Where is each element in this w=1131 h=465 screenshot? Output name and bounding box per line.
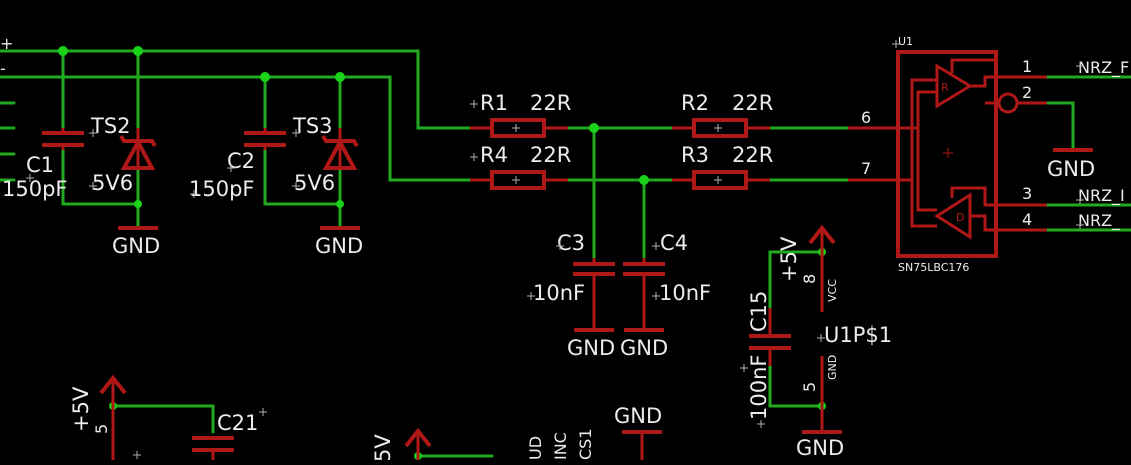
u1-value: SN75LBC176 <box>898 261 969 274</box>
junction-dot <box>58 46 68 56</box>
resistor-r4[interactable]: R4 22R <box>470 143 571 190</box>
resistor-r2[interactable]: R2 22R <box>672 91 773 138</box>
c1-name: C1 <box>26 153 54 177</box>
c15-name: C15 <box>747 291 771 332</box>
gnd-pin-label: GND <box>826 355 839 380</box>
r2-name: R2 <box>681 91 709 115</box>
net-plus-wire[interactable] <box>0 49 472 130</box>
r3-name: R3 <box>681 143 709 167</box>
pin-number: 7 <box>861 159 871 178</box>
gnd-label: GND <box>620 336 668 360</box>
pin-number: 8 <box>800 274 819 284</box>
gnd-label: GND <box>1047 157 1095 181</box>
pin-number: 1 <box>1022 57 1032 76</box>
u1-receiver-label: R <box>941 81 949 94</box>
junction-dot <box>589 123 599 133</box>
junctions <box>58 46 826 460</box>
c2-name: C2 <box>227 149 255 173</box>
r1-name: R1 <box>480 91 508 115</box>
r4-value: 22R <box>530 143 571 167</box>
resistor-r3[interactable]: R3 22R <box>672 143 773 190</box>
ts3-name: TS3 <box>292 114 333 138</box>
r1-value: 22R <box>530 91 571 115</box>
pin-number: 3 <box>1022 184 1032 203</box>
part-origin-markers <box>26 40 1084 459</box>
supply-plus5v-bottom-mid[interactable]: 5V <box>371 427 432 462</box>
gnd-symbol-bottom[interactable]: GND <box>614 404 662 460</box>
u1p-name: U1P$1 <box>824 323 892 347</box>
r4-name: R4 <box>480 143 508 167</box>
c4-value: 10nF <box>659 281 711 305</box>
net-label-nrz-1: NRZ_F <box>1078 58 1129 78</box>
pin-number: 4 <box>1022 210 1032 229</box>
ts2-value: 5V6 <box>92 171 133 195</box>
c3-name: C3 <box>557 231 585 255</box>
u1-driver-label: D <box>956 211 964 224</box>
tvs-diode-ts3[interactable]: TS3 5V6 <box>292 114 359 195</box>
gnd-label: GND <box>796 436 844 460</box>
pin-label-ud: UD <box>526 436 545 460</box>
gnd-label: GND <box>112 234 160 258</box>
gnd-symbol-u1p[interactable]: GND <box>796 406 844 460</box>
net-label-nrz-3: NRZ_I <box>1078 186 1125 206</box>
plus5v-cut-label: 5V <box>371 434 395 460</box>
c15-value: 100nF <box>747 355 771 420</box>
vcc-pin-label: VCC <box>826 279 839 302</box>
pin-label-cs: CS1 <box>576 428 595 460</box>
r2-value: 22R <box>732 91 773 115</box>
pin-number: 6 <box>861 108 871 127</box>
pin-label-inc: INC <box>551 432 570 460</box>
capacitor-c4[interactable]: C4 10nF GND <box>620 231 711 360</box>
net-label-plus: + <box>0 34 13 53</box>
gnd-symbol-u1[interactable]: GND <box>1047 148 1095 181</box>
capacitor-c2[interactable]: C2 150pF <box>189 128 286 201</box>
c2-value: 150pF <box>189 177 255 201</box>
c4-name: C4 <box>660 231 688 255</box>
ic-u1[interactable]: U1 SN75LBC176 R D 1 2 3 4 6 7 <box>848 35 1047 274</box>
junction-dot <box>336 200 344 208</box>
junction-dot <box>133 46 143 56</box>
wires <box>0 49 1131 458</box>
junction-dot <box>335 72 345 82</box>
capacitor-c1[interactable]: C1 150pF <box>2 128 84 201</box>
plus5v-label: +5V <box>777 236 801 282</box>
gnd-symbol-ts3[interactable]: GND <box>315 226 363 258</box>
net-minus-wire[interactable] <box>0 75 472 182</box>
gnd-label: GND <box>315 234 363 258</box>
gnd-label: GND <box>614 404 662 428</box>
net-label-nrz-4: NRZ_ <box>1078 211 1121 231</box>
r3-value: 22R <box>732 143 773 167</box>
ts2-name: TS2 <box>90 114 131 138</box>
u1-name: U1 <box>898 35 913 48</box>
pin-number: 5 <box>92 424 111 434</box>
plus5v-label: +5V <box>69 386 93 432</box>
gnd-label: GND <box>567 336 615 360</box>
pin-number: 5 <box>800 382 819 392</box>
ic-bottom-pins[interactable]: UD INC CS1 <box>526 428 595 460</box>
ts3-value: 5V6 <box>294 171 335 195</box>
capacitor-c15[interactable]: C15 100nF <box>747 291 791 420</box>
c3-value: 10nF <box>533 281 585 305</box>
pin-number: 2 <box>1022 83 1032 102</box>
gnd-symbol-ts2[interactable]: GND <box>112 226 160 258</box>
junction-dot <box>639 175 649 185</box>
net-label-minus: - <box>0 59 6 78</box>
junction-dot <box>260 72 270 82</box>
supply-plus5v-bottom-left[interactable]: +5V 5 <box>69 374 127 460</box>
junction-dot <box>134 200 142 208</box>
ic-u1-power-pins[interactable]: 8 5 VCC GND U1P$1 <box>800 252 892 406</box>
c21-name: C21 <box>217 411 258 435</box>
resistor-r1[interactable]: R1 22R <box>470 91 571 138</box>
supply-plus5v-u1p[interactable]: +5V <box>777 224 836 282</box>
capacitor-c3[interactable]: C3 10nF GND <box>533 231 615 360</box>
capacitor-c21[interactable]: C21 <box>192 411 258 460</box>
c1-value: 150pF <box>2 177 68 201</box>
tvs-diode-ts2[interactable]: TS2 5V6 <box>90 114 157 195</box>
